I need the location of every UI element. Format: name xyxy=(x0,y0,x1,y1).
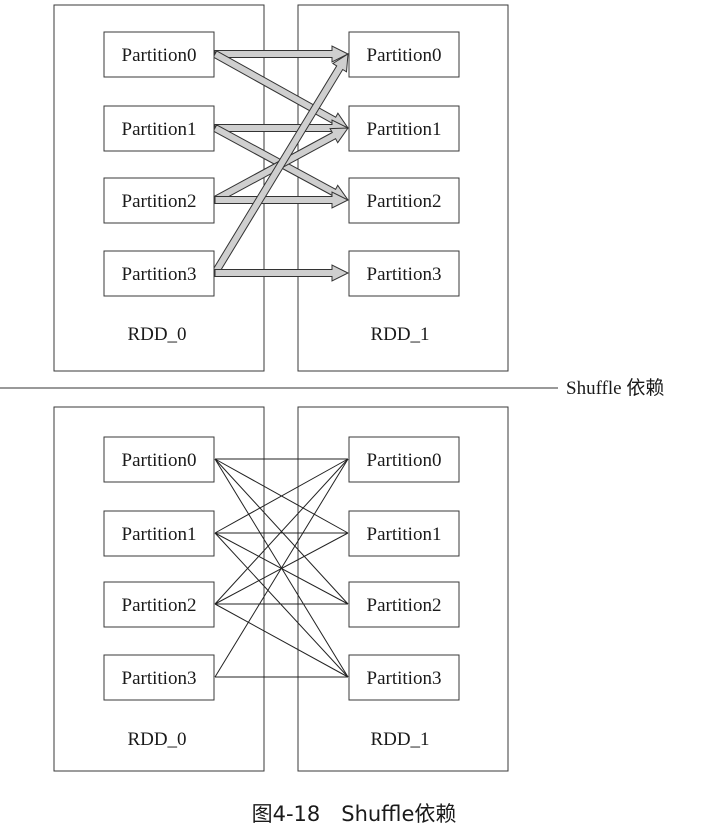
bottom-rdd1-partition2 xyxy=(348,581,460,628)
bottom-rdd1-partition3 xyxy=(348,654,460,701)
bottom-rdd0-label: RDD_0 xyxy=(127,729,186,750)
bottom-rdd0-partition0-label: Partition0 xyxy=(122,450,197,471)
top-rdd1-partition2-label: Partition2 xyxy=(367,191,442,212)
top-rdd0-partition2-label: Partition2 xyxy=(122,191,197,212)
top-arrow-p3-to-p0 xyxy=(211,53,349,276)
bottom-rdd0-partition3 xyxy=(103,654,215,701)
bottom-connections xyxy=(214,458,349,678)
bottom-line-p3-to-p0 xyxy=(214,458,349,678)
divider-label: Shuffle 依赖 xyxy=(566,377,664,399)
top-rdd0-partition0 xyxy=(103,31,215,78)
top-rdd0-label: RDD_0 xyxy=(127,324,186,345)
bottom-line-p1-to-p3 xyxy=(214,532,349,678)
top-rdd1-partition1 xyxy=(348,105,460,152)
bottom-line-p2-to-p0 xyxy=(214,458,349,605)
bottom-rdd1-partition0 xyxy=(348,436,460,483)
top-rdd1-partition2 xyxy=(348,177,460,224)
top-rdd0-partition3-label: Partition3 xyxy=(122,264,197,285)
top-panel: Partition0 Partition1 Partition2 Partiti… xyxy=(53,4,509,372)
bottom-rdd1-partition1-label: Partition1 xyxy=(367,524,442,545)
top-rdd1-partition0-label: Partition0 xyxy=(367,45,442,66)
bottom-rdd0-partition0 xyxy=(103,436,215,483)
bottom-rdd1-partition3-label: Partition3 xyxy=(367,668,442,689)
top-arrow-p2-to-p2 xyxy=(214,191,350,209)
bottom-rdd0-partition2-label: Partition2 xyxy=(122,595,197,616)
bottom-rdd1-partition2-label: Partition2 xyxy=(367,595,442,616)
top-rdd0-partition0-label: Partition0 xyxy=(122,45,197,66)
bottom-rdd0-partition1-label: Partition1 xyxy=(122,524,197,545)
top-rdd1-partition3 xyxy=(348,250,460,297)
bottom-rdd0-partition3-label: Partition3 xyxy=(122,668,197,689)
bottom-rdd0-partition1 xyxy=(103,510,215,557)
bottom-line-p2-to-p3 xyxy=(214,603,349,678)
divider: Shuffle 依赖 xyxy=(0,377,664,399)
top-rdd0-partition1 xyxy=(103,105,215,152)
top-arrow-p3-to-p3 xyxy=(214,264,350,282)
top-rdd1-partition1-label: Partition1 xyxy=(367,119,442,140)
top-rdd0-partition2 xyxy=(103,177,215,224)
bottom-rdd1-partition0-label: Partition0 xyxy=(367,450,442,471)
top-rdd1-partition0 xyxy=(348,31,460,78)
bottom-rdd1-label: RDD_1 xyxy=(370,729,429,750)
top-arrow-p0-to-p0 xyxy=(214,45,350,63)
bottom-panel: Partition0 Partition1 Partition2 Partiti… xyxy=(53,406,509,772)
bottom-line-p1-to-p0 xyxy=(214,458,349,534)
bottom-rdd1-partition1 xyxy=(348,510,460,557)
top-arrows xyxy=(211,45,350,282)
bottom-rdd0-partition2 xyxy=(103,581,215,628)
top-rdd0-partition1-label: Partition1 xyxy=(122,119,197,140)
top-rdd0-partition3 xyxy=(103,250,215,297)
top-rdd1-partition3-label: Partition3 xyxy=(367,264,442,285)
top-rdd1-label: RDD_1 xyxy=(370,324,429,345)
figure-caption: 图4-18 Shuffle依赖 xyxy=(252,802,457,826)
